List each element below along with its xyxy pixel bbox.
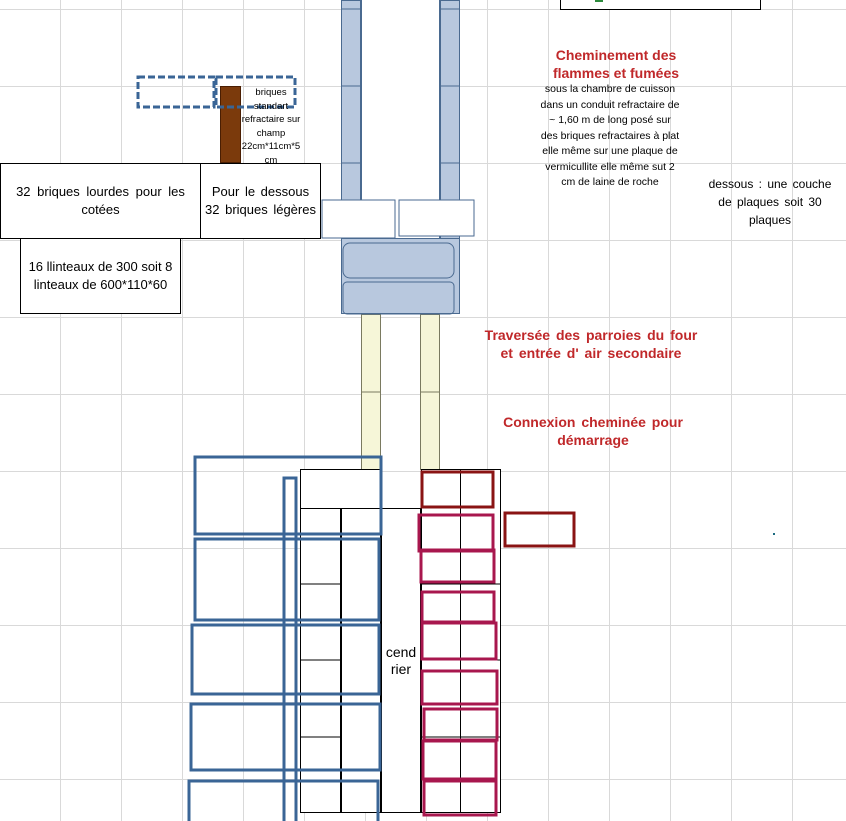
dashed-box-left	[136, 75, 216, 109]
flame-path-text: sous la chambre de cuisson dans un condu…	[540, 83, 680, 188]
dot-mark	[773, 533, 775, 535]
chimney-joints	[341, 8, 460, 164]
light-bricks-cell: Pour le dessous 32 briques légères	[200, 163, 321, 239]
top-box	[560, 0, 761, 10]
lintels-cell: 16 llinteaux de 300 soit 8 linteaux de 6…	[20, 238, 181, 314]
standard-brick-label: briques standart refractaire sur champ 2…	[241, 87, 301, 166]
magenta-outline-blocks	[417, 513, 499, 817]
chimney-base-block	[341, 238, 460, 314]
chimney-connection-title: Connexion cheminée pour démarrage	[503, 414, 683, 448]
side-box-left	[321, 199, 396, 239]
heavy-bricks-cell: 32 briques lourdes pour les cotées	[0, 163, 201, 239]
dashed-box-right	[214, 75, 297, 109]
dark-red-outline-blocks	[420, 470, 576, 548]
top-box-mark	[595, 0, 603, 2]
side-box-right	[398, 199, 475, 237]
chimney-inner-top	[342, 242, 455, 279]
top-cell-left	[300, 469, 381, 509]
flame-path-title: Cheminement des flammes et fumées	[552, 47, 680, 81]
blue-outline-blocks	[187, 455, 383, 821]
underside-text: dessous : une couche de plaques soit 30 …	[708, 177, 832, 227]
ashtray-label: cend rier	[385, 643, 417, 677]
chimney-inner-bottom	[342, 281, 455, 315]
wall-crossing-title: Traversée des parroies du four et entrée…	[484, 327, 698, 361]
standard-brick	[220, 86, 241, 163]
